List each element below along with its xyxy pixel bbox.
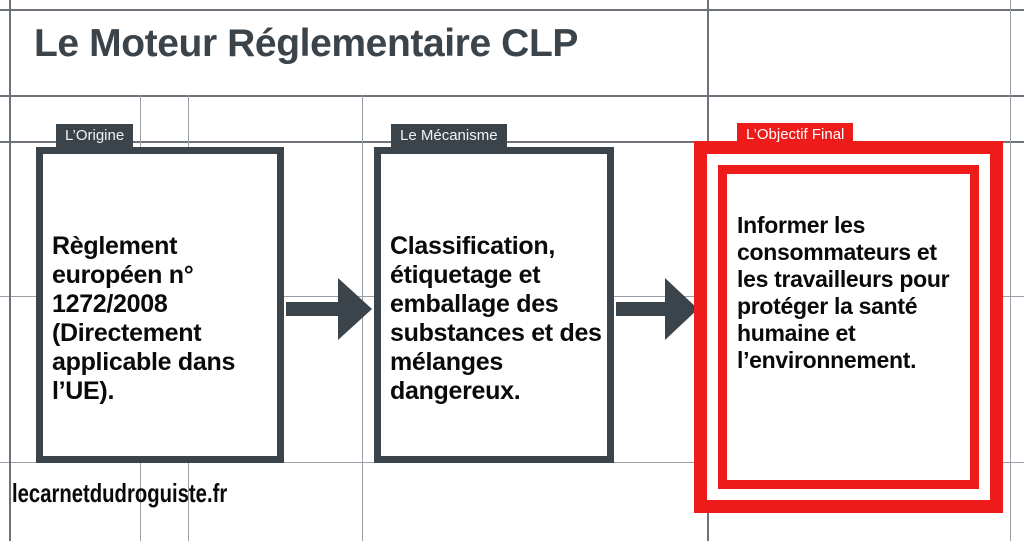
arrow-right-icon [286,274,374,344]
tab-label-objectif-final: L’Objectif Final [737,123,854,149]
watermark-site-url: lecarnetdudroguiste.fr [12,478,228,508]
step-box-mecanisme[interactable] [374,147,614,463]
grid-line-horizontal [0,9,1024,11]
arrow-right-icon [616,274,700,344]
grid-line-vertical [362,95,363,541]
step-body-mecanisme: Classification, étiquetage et emballage … [390,232,602,405]
tab-label-origine: L’Origine [56,124,134,150]
grid-line-horizontal [0,141,1024,143]
step-box-objectif-final[interactable] [694,141,1003,513]
grid-line-vertical [1010,0,1011,541]
tab-label-mecanisme: Le Mécanisme [391,124,507,150]
step-box-origine[interactable] [36,147,284,463]
page-title: Le Moteur Réglementaire CLP [34,22,578,65]
step-body-origine: Règlement européen n° 1272/2008 (Directe… [52,232,236,405]
step-box-objectif-final-inner-frame [718,165,979,489]
step-body-objectif-final: Informer les consommateurs et les travai… [737,212,950,373]
grid-line-horizontal [0,95,1024,97]
grid-line-vertical [9,0,11,541]
